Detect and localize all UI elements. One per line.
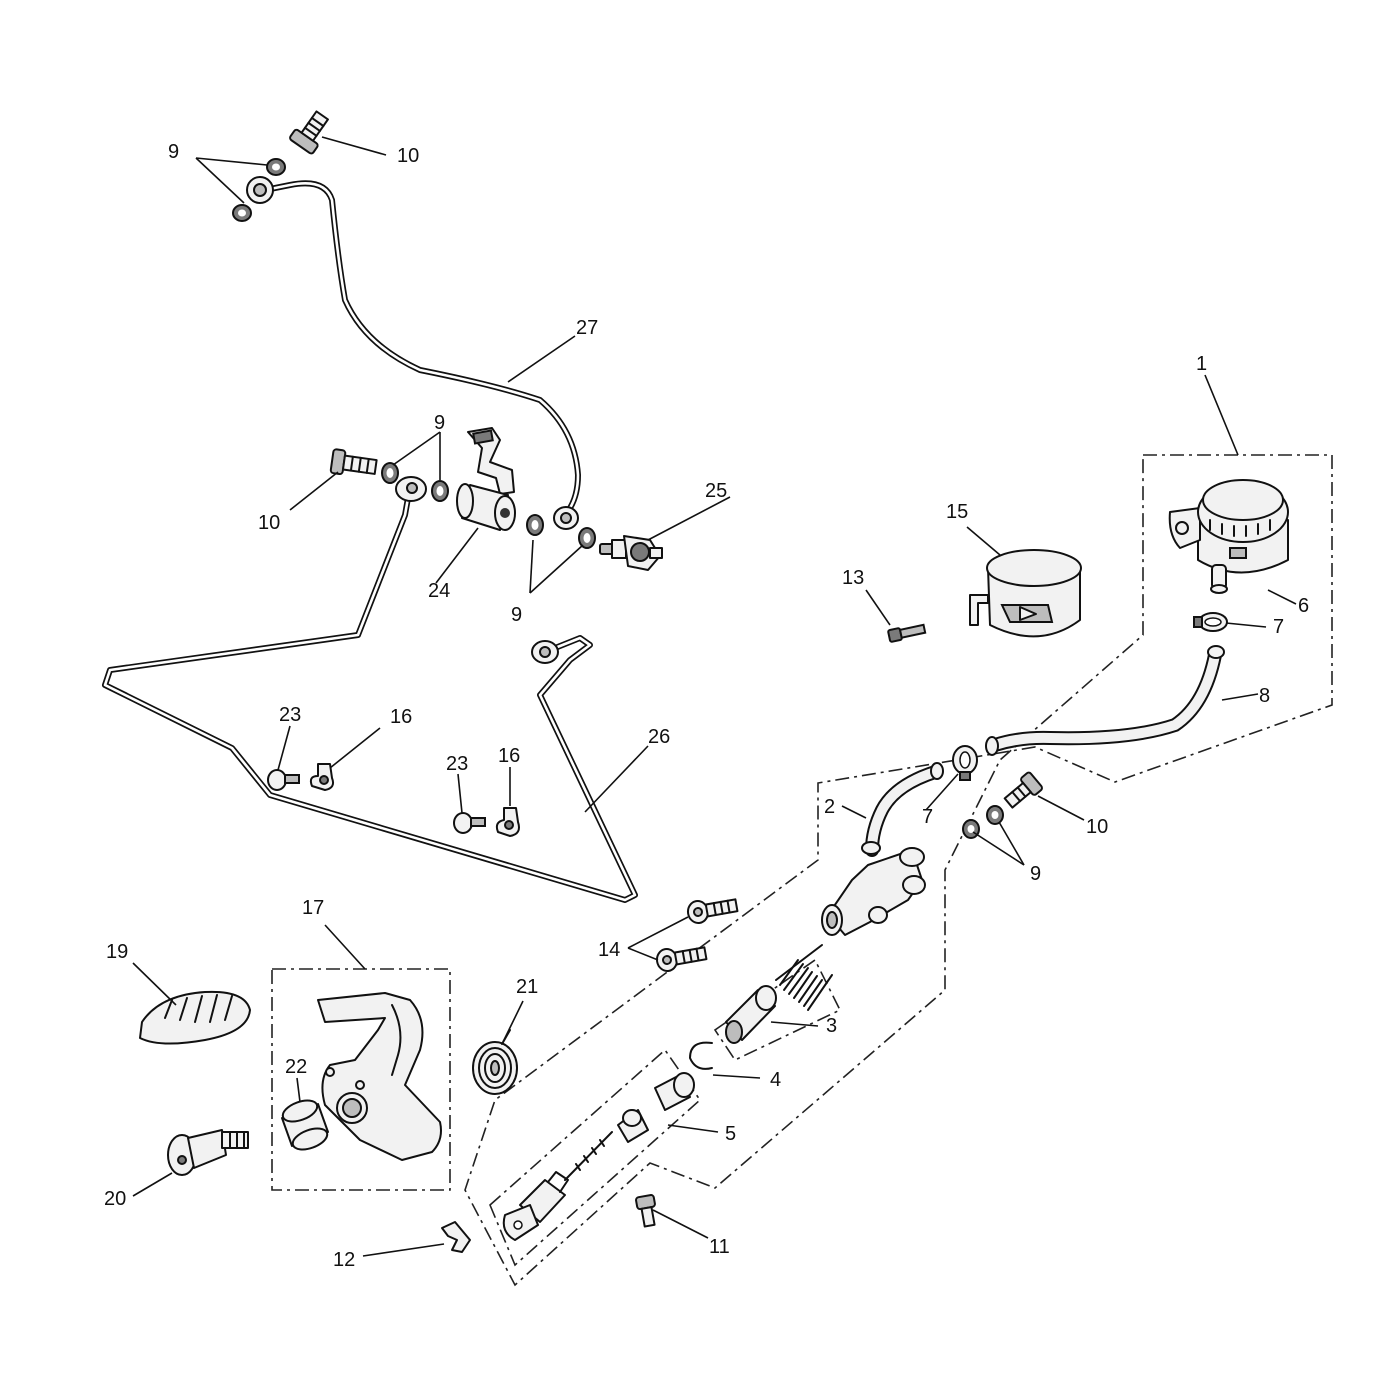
- sealing-washer-icon: [266, 158, 286, 176]
- return-spring-icon: [775, 944, 833, 1011]
- reservoir-screw-icon: [887, 623, 927, 643]
- banjo-bolt-icon: [1003, 771, 1043, 809]
- callout-16-right: 16: [498, 745, 520, 767]
- hose-clip-icon: [1193, 612, 1228, 632]
- screw-icon: [453, 812, 486, 834]
- group-outline-master-cylinder-assembly: [464, 454, 1333, 1287]
- callout-6: 6: [1298, 595, 1309, 617]
- pivot-bolt-icon: [635, 1194, 656, 1228]
- callout-24: 24: [428, 580, 450, 602]
- callout-17: 17: [302, 897, 324, 919]
- callout-7-lower: 7: [922, 806, 933, 828]
- callout-10-middle: 10: [258, 512, 280, 534]
- group-outline-piston-kit: [713, 958, 842, 1062]
- pivot-bush-icon: [281, 1099, 329, 1151]
- master-cylinder-body-icon: [821, 847, 926, 936]
- banjo-bolt-icon: [329, 448, 378, 476]
- reservoir-guard-icon: [969, 549, 1082, 638]
- brake-pipe-26: [102, 476, 638, 903]
- piston-icon: [725, 985, 777, 1044]
- callout-9-middle-lower: 9: [511, 604, 522, 626]
- sealing-washer-icon: [431, 480, 449, 502]
- pushrod-assembly-icon: [502, 1072, 695, 1241]
- pedal-return-spring-icon: [472, 1029, 518, 1095]
- sealing-washer-icon: [986, 805, 1004, 825]
- callout-23-left: 23: [279, 704, 301, 726]
- callout-26: 26: [648, 726, 670, 748]
- sealing-washer-icon: [962, 819, 980, 839]
- mounting-bolt-icon: [686, 898, 739, 924]
- brake-pedal-icon: [317, 992, 442, 1161]
- sealing-washer-icon: [526, 514, 544, 536]
- callout-4: 4: [770, 1069, 781, 1091]
- feed-hose-2: [861, 762, 944, 857]
- callout-10-right: 10: [1086, 816, 1108, 838]
- reservoir-hose-8: [985, 645, 1225, 756]
- circlip-icon: [689, 1041, 713, 1070]
- brake-pipe-27: [246, 176, 581, 530]
- hose-clip-icon: [952, 745, 978, 781]
- split-pin-clip-icon: [441, 1221, 471, 1253]
- fluid-reservoir-icon: [1168, 479, 1289, 594]
- callout-15: 15: [946, 501, 968, 523]
- brake-light-switch-icon: [599, 535, 663, 571]
- sealing-washer-icon: [578, 527, 596, 549]
- callout-9-top: 9: [168, 141, 179, 163]
- callout-9-right: 9: [1030, 863, 1041, 885]
- callout-23-right: 23: [446, 753, 468, 775]
- callout-20: 20: [104, 1188, 126, 1210]
- leader-lines: [132, 136, 1297, 1257]
- callout-27: 27: [576, 317, 598, 339]
- screw-icon: [267, 769, 300, 791]
- callout-10-top: 10: [397, 145, 419, 167]
- pipe-clip-icon: [309, 763, 335, 791]
- pipe-clip-icon: [495, 807, 520, 837]
- callout-22: 22: [285, 1056, 307, 1078]
- group-outline-pedal-assembly: [271, 968, 451, 1191]
- sealing-washer-icon: [381, 462, 399, 484]
- pedal-rubber-icon: [139, 990, 251, 1045]
- banjo-bolt-icon: [289, 110, 329, 155]
- callout-2: 2: [824, 796, 835, 818]
- callout-13: 13: [842, 567, 864, 589]
- pedal-pivot-bolt-icon: [167, 1129, 249, 1176]
- callout-11: 11: [709, 1236, 730, 1258]
- callout-7-upper: 7: [1273, 616, 1284, 638]
- callout-3: 3: [826, 1015, 837, 1037]
- sealing-washer-icon: [232, 204, 252, 222]
- group-outline-pushrod-kit: [489, 1048, 702, 1267]
- callout-19: 19: [106, 941, 128, 963]
- callout-12: 12: [333, 1249, 355, 1271]
- callout-16-left: 16: [390, 706, 412, 728]
- pipe-junction-block-icon: [456, 427, 516, 531]
- callout-5: 5: [725, 1123, 736, 1145]
- callout-25: 25: [705, 480, 727, 502]
- callout-9-middle-upper: 9: [434, 412, 445, 434]
- callout-1: 1: [1196, 353, 1207, 375]
- callout-labels: 1 2 3 4 5 6 7 7 8 9 9 9 9 10 10 10 11 12…: [104, 141, 1309, 1271]
- callout-14: 14: [598, 939, 620, 961]
- mounting-bolt-icon: [655, 946, 708, 972]
- callout-8: 8: [1259, 685, 1270, 707]
- callout-21: 21: [516, 976, 538, 998]
